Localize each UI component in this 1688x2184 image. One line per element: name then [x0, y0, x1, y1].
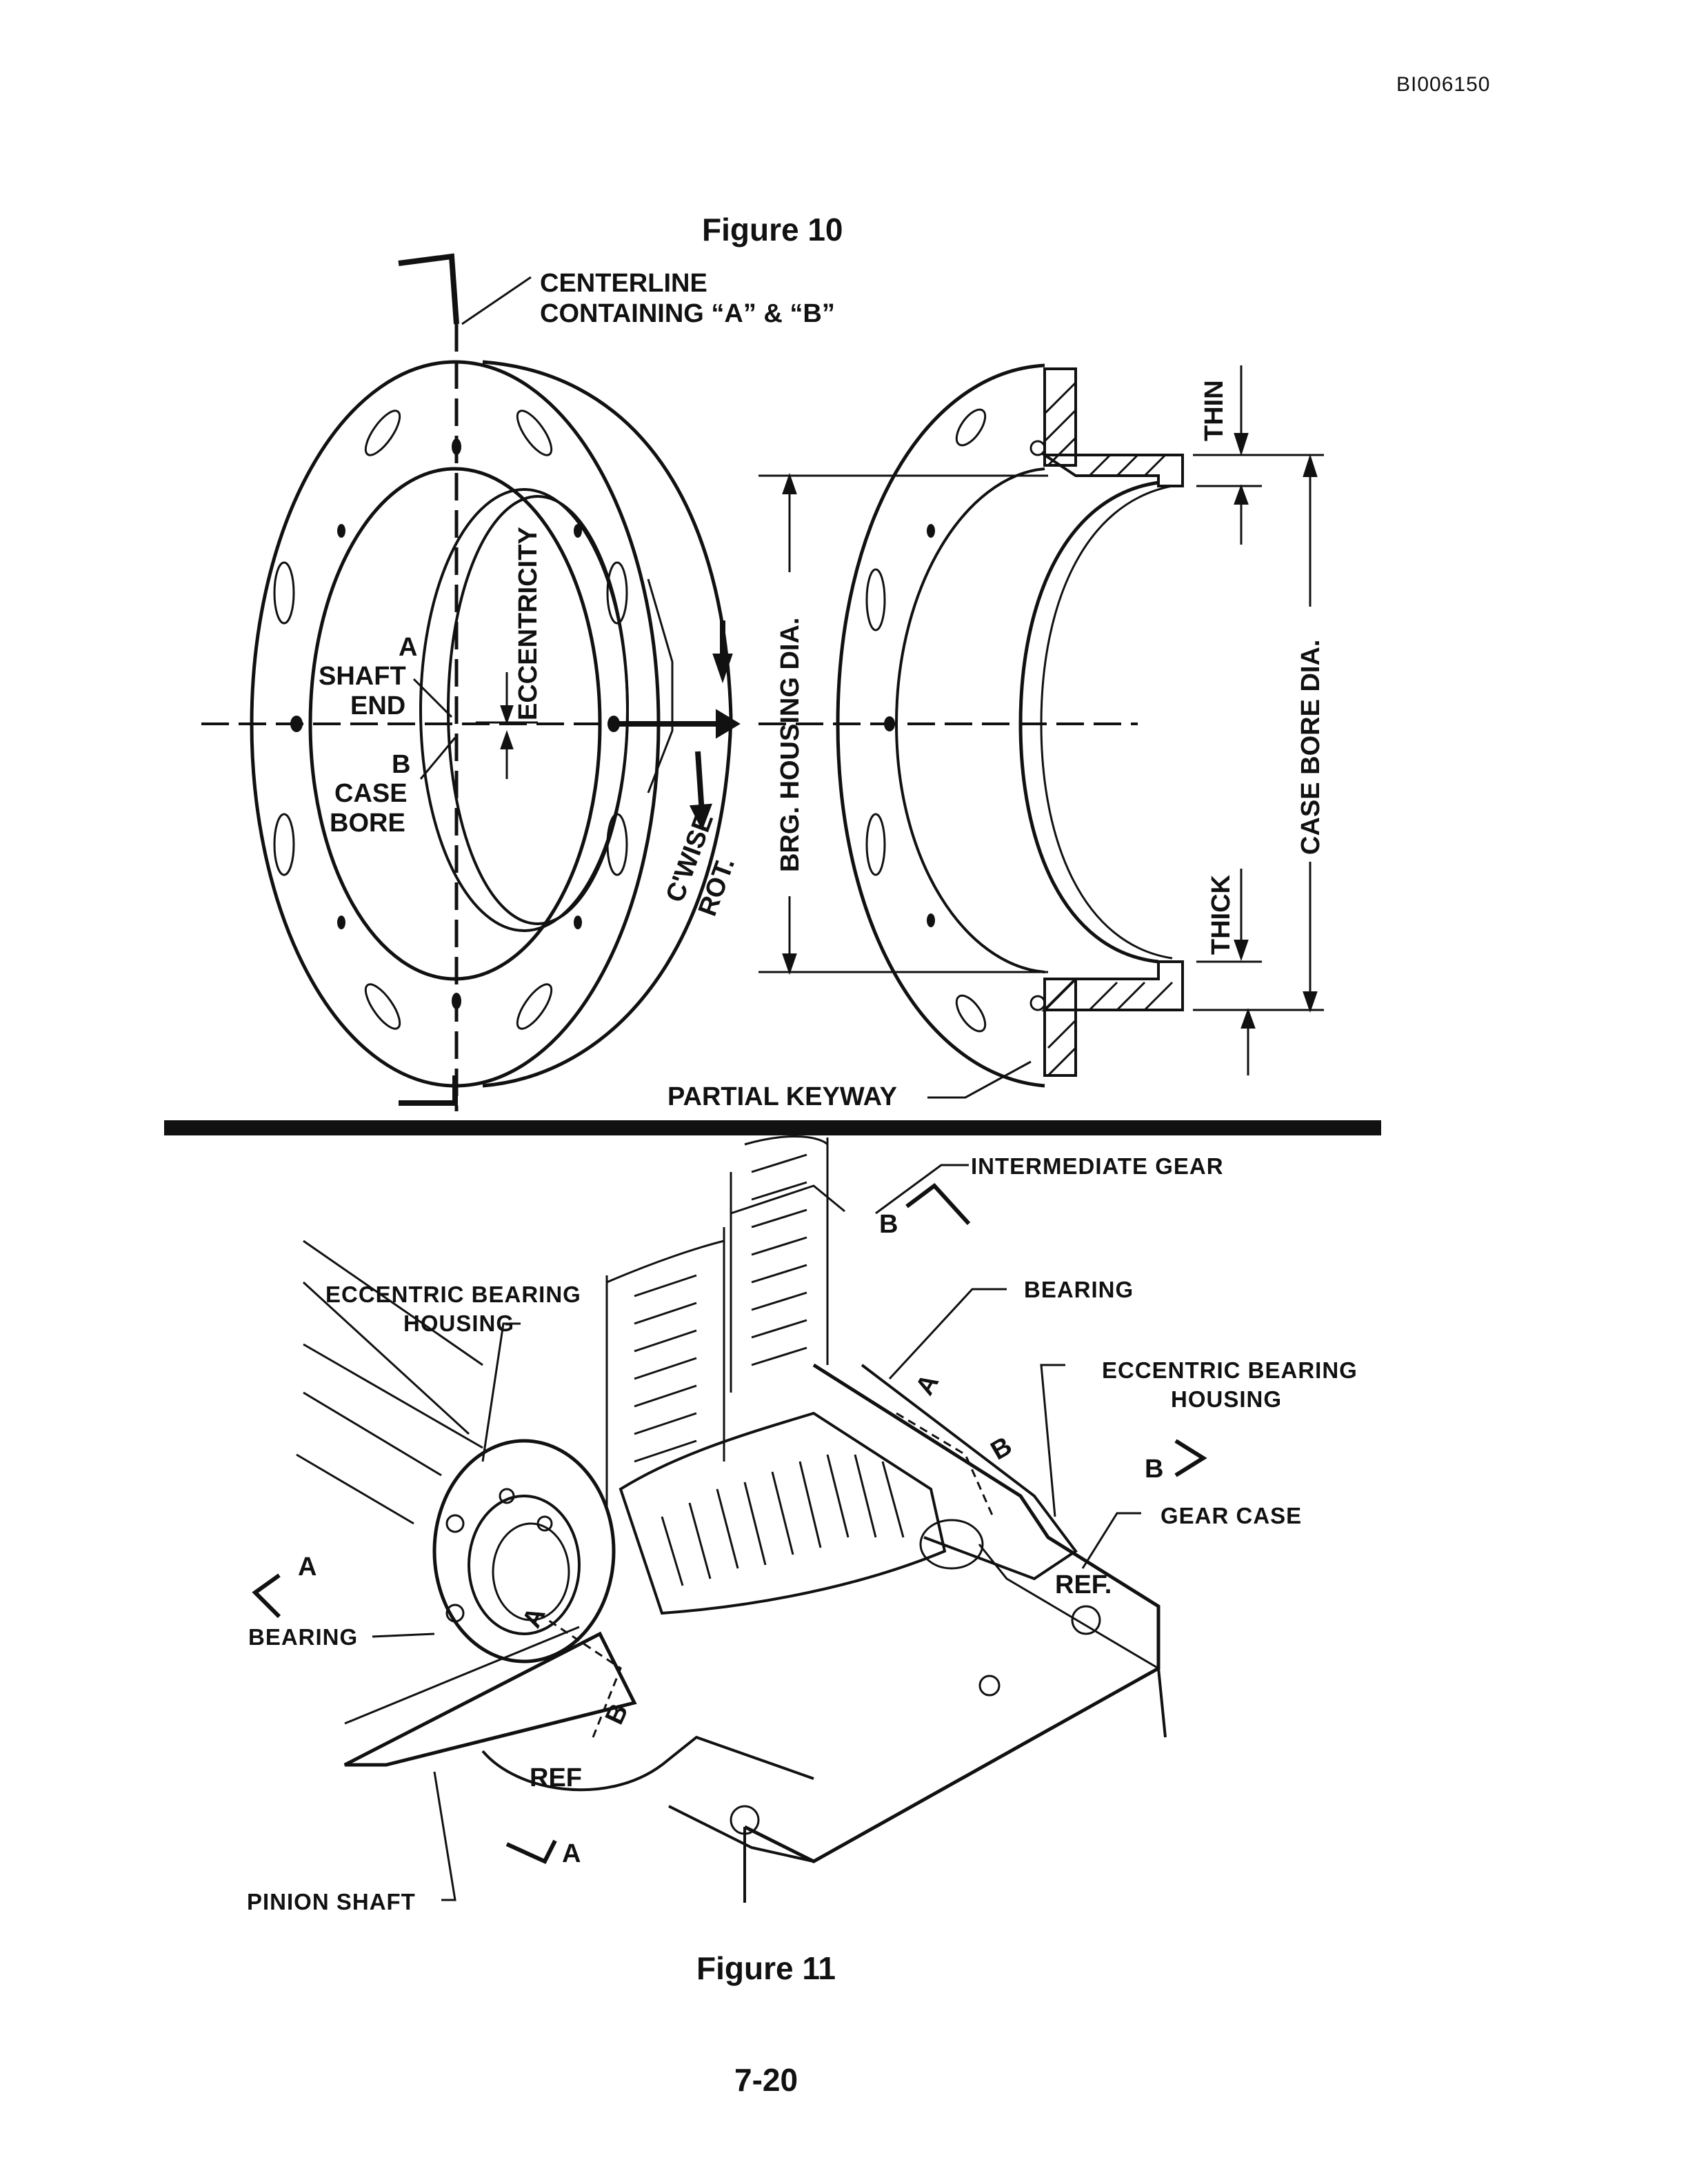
- intermediate-gear: [605, 1135, 829, 1510]
- figure-10-drawing: [201, 253, 1324, 1111]
- gear-case-label: GEAR CASE: [1160, 1503, 1303, 1528]
- point-a-label: A: [399, 633, 418, 662]
- eccentric-housing-left-label-2: HOUSING: [403, 1311, 515, 1336]
- left-housing-flange: [432, 1439, 616, 1664]
- shaft-end-label-1: SHAFT: [319, 662, 406, 691]
- pinion-gear: [619, 1411, 947, 1615]
- pinion-shaft: [343, 1631, 637, 1767]
- bearing-left-label: BEARING: [248, 1624, 359, 1650]
- section-marker-b-top: [905, 1182, 971, 1226]
- section-b-top-label: B: [879, 1210, 898, 1239]
- ref-centerline-bottom-label: REF: [530, 1763, 582, 1792]
- housing-cylinder: [482, 360, 733, 1088]
- bolt-holes: [290, 438, 620, 1009]
- gear-teeth: [634, 1153, 807, 1463]
- eccentric-housing-right-label-1: ECCENTRIC BEARING: [1102, 1357, 1358, 1383]
- ref-centerline-right-label: REF.: [1055, 1570, 1112, 1599]
- document-id: BI006150: [1396, 73, 1491, 96]
- section-bottom-flange: [1043, 978, 1077, 1077]
- figure-divider: [164, 1120, 1381, 1135]
- centerline-leader: [461, 276, 532, 325]
- eccentric-housing-left-label-1: ECCENTRIC BEARING: [325, 1282, 581, 1307]
- centerline-label-2: CONTAINING “A” & “B”: [540, 299, 835, 328]
- figure-10-title: Figure 10: [702, 212, 843, 247]
- point-b-label: B: [392, 750, 411, 779]
- eccentric-housing-right-label-2: HOUSING: [1171, 1386, 1283, 1412]
- centerline-label-1: CENTERLINE: [540, 269, 707, 298]
- case-bore-label-2: BORE: [330, 809, 405, 838]
- cwise-arrow-2: [695, 751, 705, 814]
- case-bore-label-1: CASE: [334, 779, 408, 808]
- pinion-shaft-label: PINION SHAFT: [247, 1889, 416, 1914]
- page-number: 7-20: [734, 2062, 798, 2098]
- section-top-housing: [1040, 454, 1184, 487]
- section-marker-b-right: [1174, 1439, 1207, 1477]
- figure-11-title: Figure 11: [696, 1950, 836, 1986]
- partial-keyway-label: PARTIAL KEYWAY: [667, 1082, 897, 1111]
- section-marker-a-left: [252, 1573, 281, 1619]
- section-b-right-label: B: [1145, 1455, 1164, 1484]
- section-a-bottom-label: A: [562, 1839, 581, 1868]
- flange-slots: [273, 410, 628, 1030]
- centerline-flag: [398, 253, 459, 325]
- housing-step: [647, 578, 674, 793]
- gear-case-body: [743, 1363, 1160, 1863]
- shaft-end-label-2: END: [350, 691, 406, 720]
- section-bottom-housing: [1041, 960, 1184, 1011]
- section-a-left-label: A: [298, 1553, 317, 1581]
- rotation-arrow-head: [716, 709, 741, 739]
- bore-ellipse-2: [447, 495, 629, 925]
- bearing-right-label: BEARING: [1024, 1277, 1134, 1302]
- right-bearing-housing: [861, 1364, 1078, 1581]
- section-marker-a-bottom: [505, 1839, 557, 1864]
- intermediate-gear-label: INTERMEDIATE GEAR: [971, 1153, 1224, 1179]
